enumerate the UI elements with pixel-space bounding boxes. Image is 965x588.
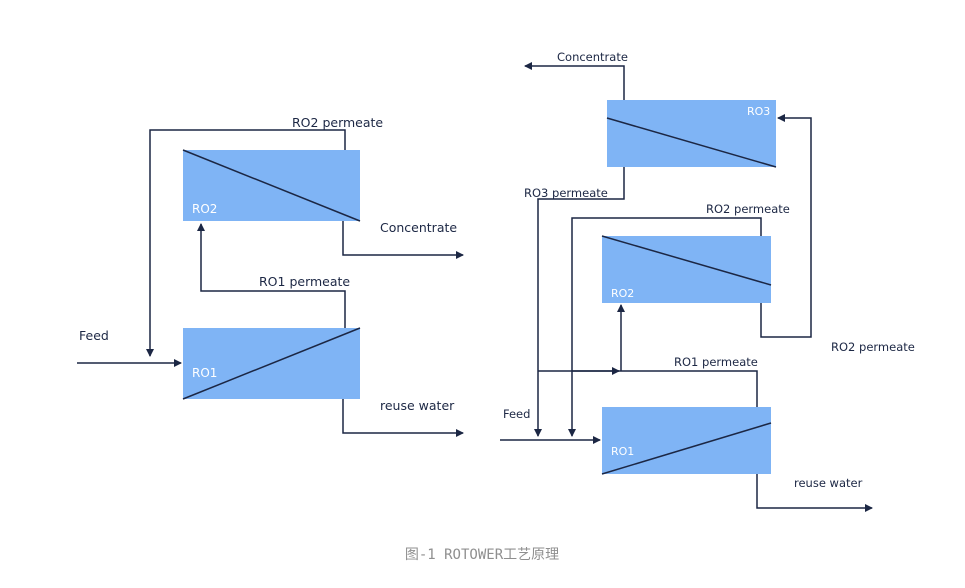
right-ro2-permeate-top-text: RO2 permeate xyxy=(706,202,790,216)
right-ro2-permeate-side-text: RO2 permeate xyxy=(831,340,915,354)
right-ro3-unit: RO3 xyxy=(606,100,777,168)
left-ro1-permeate-text: RO1 permeate xyxy=(259,274,350,289)
left-ro1-unit: RO1 xyxy=(182,327,361,400)
left-feed-text: Feed xyxy=(79,328,109,343)
left-ro1-permeate-line xyxy=(197,223,346,328)
figure-caption: 图-1 ROTOWER工艺原理 xyxy=(405,547,559,563)
left-concentrate-line xyxy=(342,221,464,259)
left-ro2-permeate-line xyxy=(146,129,346,357)
right-ro2-label: RO2 xyxy=(611,287,634,300)
right-diagram: RO3 RO2 RO1 Concentrate RO3 permeat xyxy=(500,50,915,512)
right-ro3-permeate-text: RO3 permeate xyxy=(524,186,608,200)
right-concentrate-line xyxy=(524,62,625,100)
right-reuse-water-line xyxy=(756,474,873,512)
right-concentrate-text: Concentrate xyxy=(557,50,628,64)
left-ro2-permeate-text: RO2 permeate xyxy=(292,115,383,130)
right-ro2-permeate-top-line xyxy=(568,217,762,437)
right-ro2-unit: RO2 xyxy=(601,235,772,303)
left-reuse-water-text: reuse water xyxy=(380,398,455,413)
right-ro1-unit: RO1 xyxy=(601,407,772,475)
left-reuse-water-line xyxy=(342,399,464,437)
right-feed-text: Feed xyxy=(503,407,530,421)
left-ro2-unit: RO2 xyxy=(182,149,361,222)
right-ro1-label: RO1 xyxy=(611,445,634,458)
right-ro3-label: RO3 xyxy=(747,105,770,118)
right-ro3-permeate-line xyxy=(534,167,625,437)
right-reuse-water-text: reuse water xyxy=(794,476,863,490)
left-concentrate-text: Concentrate xyxy=(380,220,457,235)
right-ro1-permeate-line xyxy=(538,370,758,407)
left-diagram: RO2 RO1 RO2 permeate Concentrate RO1 per… xyxy=(77,115,464,437)
right-ro1-permeate-text: RO1 permeate xyxy=(674,355,758,369)
left-ro2-label: RO2 xyxy=(192,202,217,216)
right-ro2-to-ro3-line xyxy=(760,114,812,338)
left-ro1-label: RO1 xyxy=(192,366,217,380)
